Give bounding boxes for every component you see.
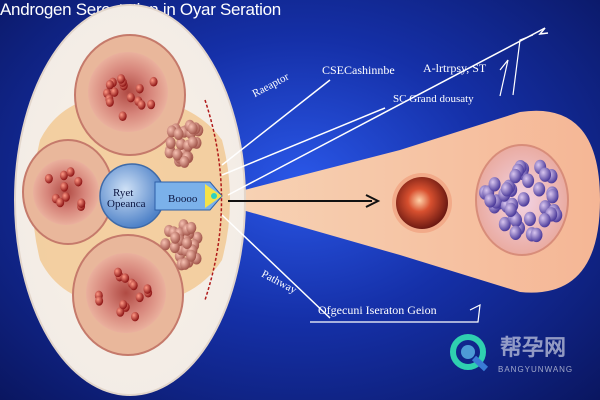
cell-dot [530, 227, 543, 243]
label-blue-cell: Boooo [168, 193, 198, 205]
cell-dot [126, 92, 135, 103]
cell-dot [484, 193, 497, 208]
cell-dot [180, 257, 191, 270]
watermark-text: 帮孕网 [500, 336, 567, 361]
cell-dot [169, 241, 180, 254]
label-cse: CSECashinnbe [322, 63, 395, 77]
cell-dot [135, 292, 144, 303]
cell-dot [186, 221, 197, 234]
cell-dot [119, 299, 128, 310]
cell-dot [164, 146, 175, 159]
cell-dot [110, 87, 119, 97]
oocyte [392, 173, 452, 233]
cell-dot [523, 211, 536, 227]
cell-dot [135, 83, 144, 94]
watermark-logo-icon [450, 334, 489, 372]
cell-dot [147, 99, 156, 110]
label-antiprog: A-lrtrpsy, ST [423, 61, 487, 75]
cell-dot [522, 173, 535, 188]
cell-dot [160, 238, 171, 251]
label-center-1: Ryet [113, 187, 134, 199]
cell-dot [105, 97, 114, 107]
follicle-left [22, 139, 114, 245]
follicle-top [74, 34, 186, 156]
cell-dot [539, 167, 552, 182]
granulosa-cluster-lower [160, 219, 203, 271]
cell-dot [44, 173, 53, 184]
cell-dot [74, 176, 83, 187]
cell-dot [173, 127, 184, 140]
cell-dot [95, 296, 104, 306]
cell-dot [187, 136, 198, 149]
cell-dot [131, 311, 140, 322]
cell-dot [117, 74, 126, 84]
cell-dot [59, 170, 68, 181]
cell-dot [500, 182, 513, 197]
granulosa-cluster-upper [164, 119, 204, 168]
cell-dot [172, 148, 183, 161]
label-sc-gland: SC Grand dousaty [393, 93, 474, 105]
cell-dot [517, 192, 530, 207]
cell-dot [504, 202, 517, 218]
follicle-cluster [475, 144, 569, 256]
black-arrow [228, 194, 381, 208]
cell-dot [60, 182, 69, 192]
pointer-lines [221, 27, 549, 319]
blue-arrow [154, 181, 223, 211]
cell-dot [61, 192, 70, 202]
label-ovary-region: Ofgecuni Iseraton Geion [318, 303, 437, 317]
cell-dot [186, 249, 197, 262]
follicle-bottom [72, 234, 184, 356]
tissue-border [204, 99, 223, 301]
cell-dot [179, 155, 190, 168]
cell-dot [488, 177, 501, 192]
cell-dot [538, 212, 551, 228]
cell-dot [509, 168, 522, 184]
cell-dot [129, 280, 138, 291]
cell-dot [187, 122, 198, 135]
cell-dot [118, 111, 127, 121]
cell-dot [149, 76, 158, 87]
cell-dot [56, 197, 65, 208]
cell-dot [498, 216, 511, 232]
label-brackets [310, 34, 534, 323]
cell-dot [170, 231, 181, 244]
label-center-2: Opeanca [107, 198, 146, 210]
cell-dot [105, 79, 114, 90]
cell-dot [546, 188, 559, 204]
cell-dot [121, 273, 130, 283]
cell-dot [116, 307, 125, 317]
cell-dot [66, 167, 75, 177]
watermark-subtext: BANGYUNWANG [498, 365, 574, 374]
cell-dot [143, 284, 152, 294]
cell-dot [182, 237, 193, 250]
cell-dot [137, 100, 146, 110]
cell-dot [165, 136, 176, 149]
cell-dot [509, 225, 522, 241]
cell-dot [77, 198, 86, 208]
cell-dot [113, 267, 122, 278]
cell-dot [533, 182, 546, 197]
